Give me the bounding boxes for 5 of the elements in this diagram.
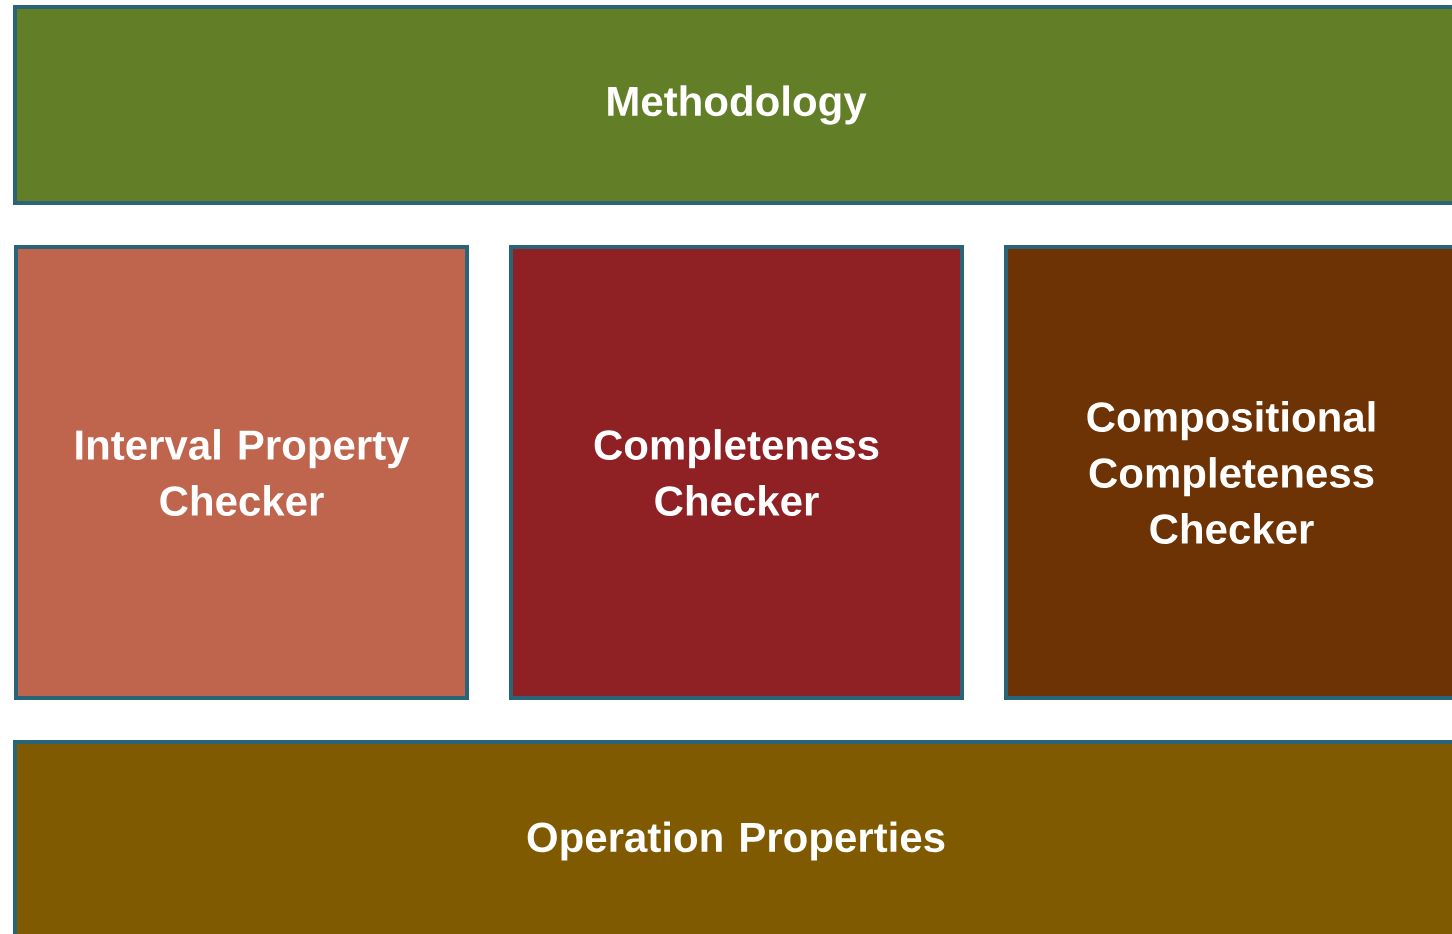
text-box: Interval Property Checker bbox=[14, 245, 469, 700]
text-box: Compositional Completeness Checker bbox=[1004, 245, 1452, 700]
text-box: Methodology bbox=[13, 5, 1452, 205]
text-box: Completeness Checker bbox=[509, 245, 964, 700]
text-box: Operation Properties bbox=[13, 740, 1452, 934]
